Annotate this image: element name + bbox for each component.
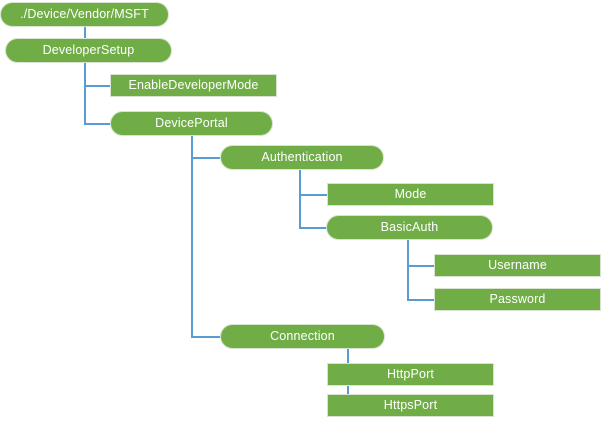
connector-deviceportal-trunk	[191, 136, 193, 337]
tree-node-label: Authentication	[261, 151, 343, 164]
tree-node-label: BasicAuth	[380, 221, 439, 234]
tree-node-label: EnableDeveloperMode	[128, 79, 259, 92]
tree-node-label: Mode	[394, 188, 427, 201]
connector-root-to-developersetup	[84, 27, 86, 39]
tree-node-httpport[interactable]: HttpPort	[327, 363, 494, 386]
tree-node-label: HttpPort	[386, 368, 435, 381]
tree-node-label: Password	[489, 293, 546, 306]
tree-node-developersetup[interactable]: DeveloperSetup	[5, 38, 172, 63]
tree-node-label: HttpsPort	[383, 399, 438, 412]
tree-node-mode[interactable]: Mode	[327, 183, 494, 206]
tree-node-httpsport[interactable]: HttpsPort	[327, 394, 494, 417]
tree-node-label: ./Device/Vendor/MSFT	[20, 8, 149, 21]
connector-authentication-to-mode	[299, 194, 328, 196]
tree-node-deviceportal[interactable]: DevicePortal	[110, 111, 273, 136]
connector-developersetup-to-deviceportal	[84, 123, 111, 125]
tree-node-basicauth[interactable]: BasicAuth	[326, 215, 493, 240]
tree-node-connection[interactable]: Connection	[220, 324, 385, 349]
tree-node-label: DevicePortal	[155, 117, 228, 130]
tree-node-password[interactable]: Password	[434, 288, 601, 311]
connector-authentication-to-basicauth	[299, 227, 328, 229]
connector-basicauth-to-password	[407, 299, 435, 301]
connector-developersetup-to-enabledevelopermode	[84, 85, 111, 87]
connector-authentication-trunk	[299, 170, 301, 228]
connector-basicauth-to-username	[407, 265, 435, 267]
connector-basicauth-trunk	[407, 240, 409, 300]
tree-node-root[interactable]: ./Device/Vendor/MSFT	[0, 2, 169, 27]
connector-developersetup-trunk	[84, 63, 86, 124]
tree-node-username[interactable]: Username	[434, 254, 601, 277]
tree-node-label: Connection	[270, 330, 335, 343]
connector-deviceportal-to-authentication	[191, 157, 221, 159]
tree-node-label: Username	[488, 259, 547, 272]
tree-node-label: DeveloperSetup	[42, 44, 135, 57]
connector-deviceportal-to-connection	[191, 336, 221, 338]
tree-node-authentication[interactable]: Authentication	[220, 145, 384, 170]
tree-node-enabledevelopermode[interactable]: EnableDeveloperMode	[110, 74, 277, 97]
